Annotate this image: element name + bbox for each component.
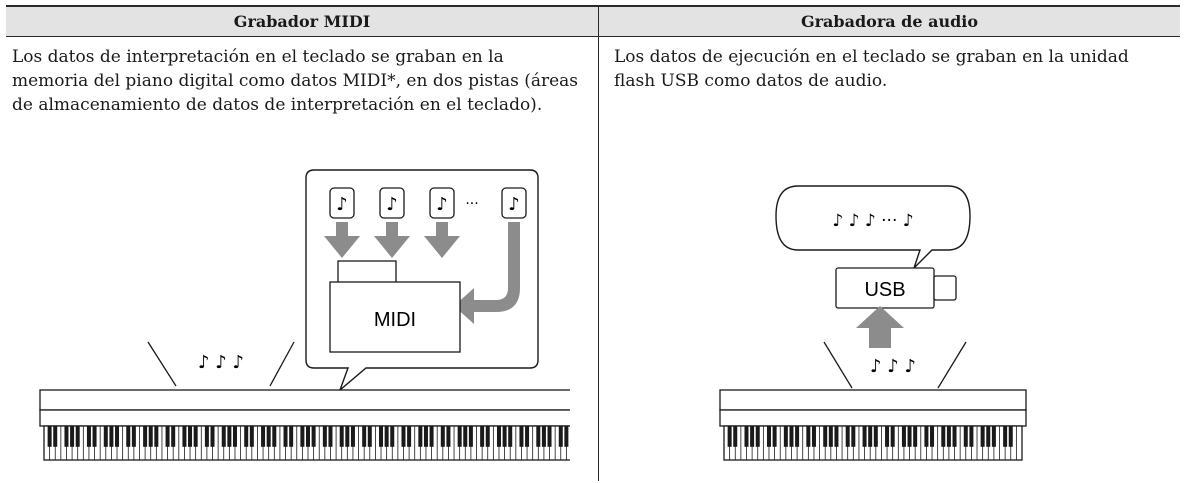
- svg-text:♪: ♪: [386, 194, 398, 215]
- svg-text:♪: ♪: [336, 194, 348, 215]
- up-arrow-icon: [856, 306, 904, 348]
- audio-description: Los datos de ejecución en el teclado se …: [614, 47, 1129, 91]
- column-divider: [598, 5, 599, 481]
- curved-arrow-icon: [454, 222, 520, 324]
- digital-piano-icon: [39, 389, 570, 461]
- svg-text:···: ···: [465, 196, 478, 212]
- header-audio-recorder: Grabadora de audio: [599, 5, 1180, 37]
- speech-bubble: [775, 185, 971, 269]
- keyboard-music-notes: ♪ ♪ ♪: [870, 356, 916, 377]
- svg-text:♪: ♪: [436, 194, 448, 215]
- midi-recording-illustration: ♪ ♪ ♪ ··· ♪ MIDI ♪ ♪ ♪: [39, 169, 570, 461]
- down-arrow-icons: [324, 222, 460, 258]
- bubble-music-notes: ♪ ♪ ♪ ··· ♪: [832, 211, 913, 231]
- usb-drive-icon: USB: [835, 267, 957, 309]
- audio-recording-illustration: ♪ ♪ ♪ ··· ♪ USB ♪ ♪ ♪: [719, 185, 1027, 461]
- comparison-table: Grabador MIDI Grabadora de audio Los dat…: [6, 5, 1180, 481]
- midi-description: Los datos de interpretación en el teclad…: [12, 47, 579, 115]
- keyboard-music-notes: ♪ ♪ ♪: [198, 352, 244, 373]
- svg-text:USB: USB: [864, 279, 905, 301]
- svg-text:♪: ♪: [508, 194, 520, 215]
- svg-text:MIDI: MIDI: [374, 309, 416, 331]
- header-midi-recorder: Grabador MIDI: [6, 5, 598, 37]
- track-note-icons: ♪ ♪ ♪ ··· ♪: [329, 187, 527, 219]
- midi-folder-icon: MIDI: [329, 260, 461, 353]
- digital-piano-icon: [719, 389, 1027, 461]
